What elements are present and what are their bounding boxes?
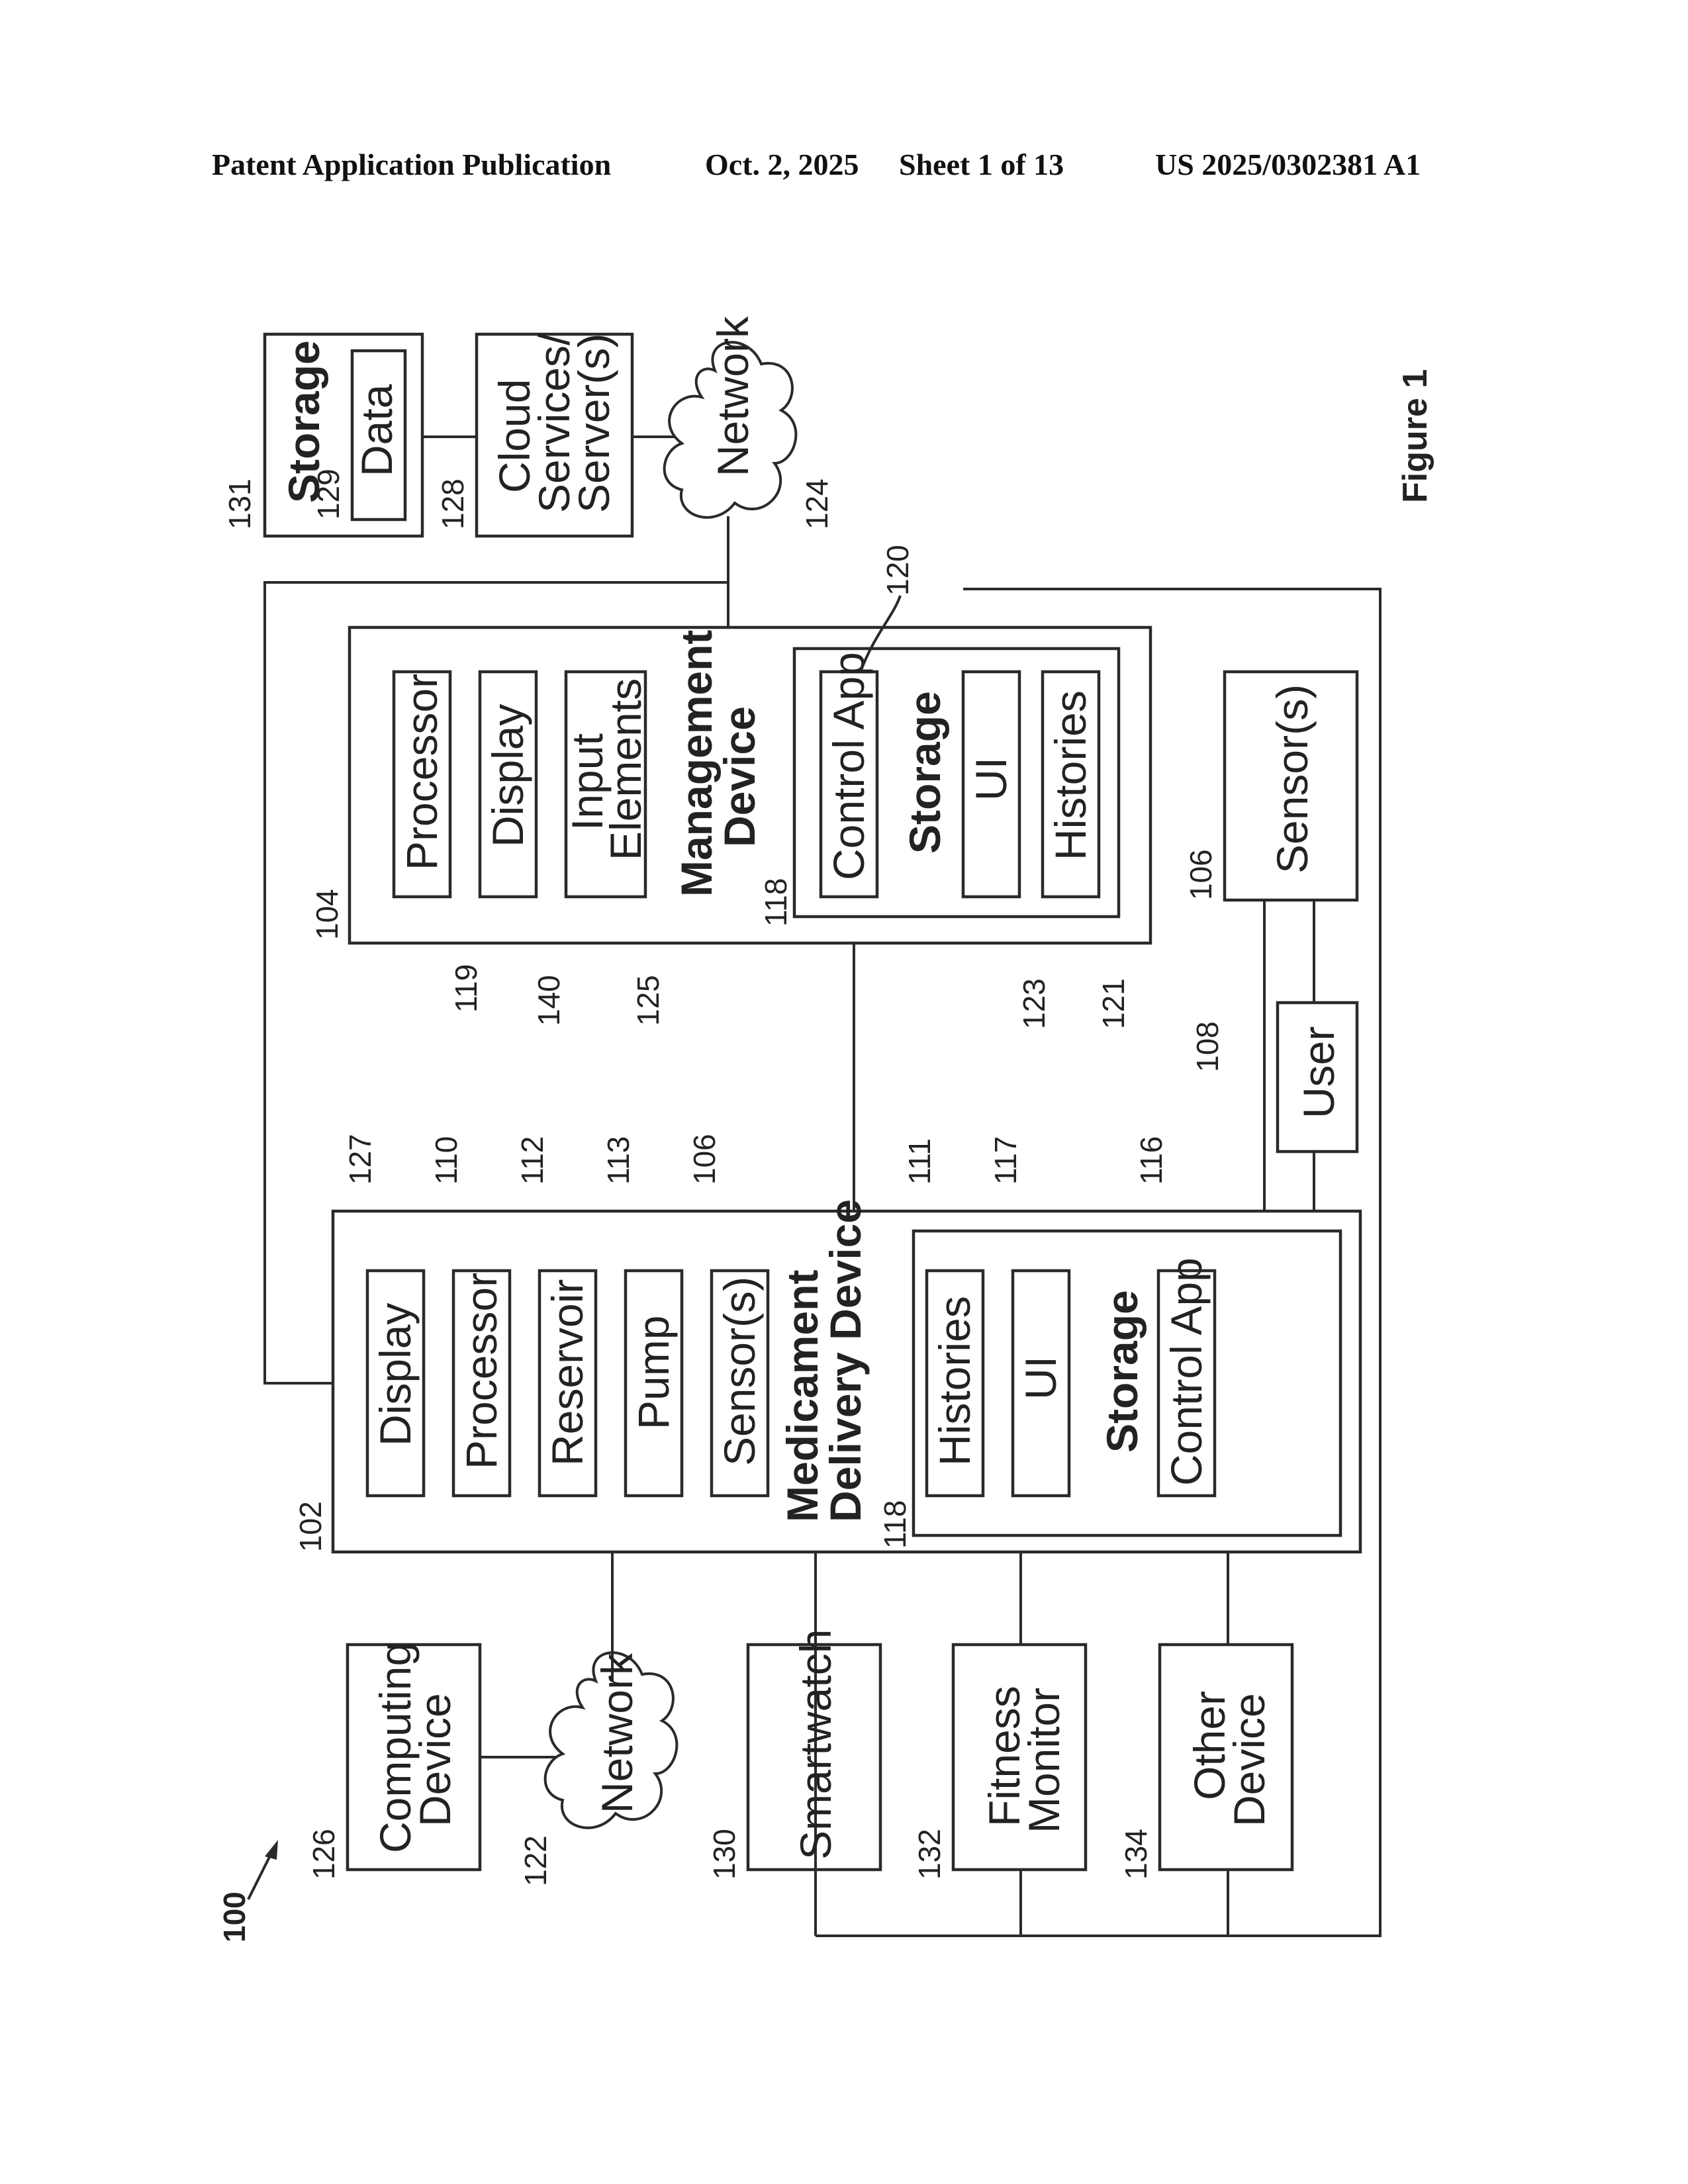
med-sensors-label: Sensor(s) [715,1277,764,1466]
ref-127: 127 [343,1134,377,1185]
ref-104: 104 [310,889,344,940]
ref-131: 131 [222,478,257,529]
ref-124: 124 [800,478,834,529]
cloud-label-line3: Server(s) [569,334,618,513]
ref-123: 123 [1017,978,1051,1029]
mgmt-control-app-label: Control App [824,652,873,880]
ref-134: 134 [1119,1829,1153,1880]
mgmt-histories-label: Histories [1046,690,1095,860]
mgmt-display-label: Display [483,704,532,847]
ref-117: 117 [988,1136,1023,1185]
ref-128: 128 [436,478,470,529]
ref-132: 132 [912,1829,947,1880]
network-top-label: Network [708,316,757,477]
ref-140: 140 [532,975,566,1026]
fitness-line2: Monitor [1019,1688,1068,1833]
sensors-right-label: Sensor(s) [1268,684,1317,874]
med-display-label: Display [371,1303,420,1446]
ref-113: 113 [601,1136,635,1185]
med-title-line2: Delivery Device [821,1199,870,1522]
ref-121: 121 [1096,978,1131,1029]
med-histories-label: Histories [930,1296,979,1466]
figure-number-100: 100 [217,1891,252,1942]
ref-108: 108 [1190,1021,1225,1072]
ref-119: 119 [449,964,483,1013]
ref-106-right: 106 [1184,849,1218,900]
smartwatch-130: Smartwatch 130 [707,1629,880,1880]
ref-110: 110 [429,1136,463,1185]
network-left-label: Network [592,1653,641,1813]
management-device-104: Processor Display Input Elements Managem… [310,545,1150,1029]
mgmt-storage-label: Storage [900,691,949,854]
ref-130: 130 [707,1829,741,1880]
network-top-124: Network 124 [665,316,834,529]
med-control-app-label: Control App [1162,1257,1211,1486]
computing-line2: Device [410,1693,459,1827]
ref-126: 126 [306,1829,341,1880]
figure-caption: Figure 1 [1396,369,1434,503]
mgmt-ui-label: UI [966,757,1015,801]
network-left-122: Network 122 [518,1653,677,1886]
ref-106-med: 106 [687,1134,722,1185]
ref-125: 125 [631,975,665,1026]
user-block-108: User 108 [1190,1003,1357,1152]
smartwatch-label: Smartwatch [791,1629,840,1860]
computing-device-126: Computing Device 126 [306,1642,480,1880]
mgmt-title-line1: Management [672,630,721,897]
med-processor-label: Processor [457,1273,506,1469]
med-ui-label: UI [1016,1356,1065,1400]
cloud-services-block-128: Cloud Services/ Server(s) 128 [436,333,632,536]
other-line2: Device [1225,1693,1274,1827]
med-pump-label: Pump [629,1316,678,1430]
mgmt-processor-label: Processor [397,674,446,870]
mgmt-title-line2: Device [715,706,764,847]
data-label: Data [352,384,401,477]
ref-102: 102 [293,1501,328,1552]
ref-118-mgmt: 118 [759,878,793,927]
fitness-monitor-132: Fitness Monitor 132 [912,1645,1086,1880]
user-label: User [1294,1026,1343,1118]
ref-129: 129 [311,469,346,520]
ref-111: 111 [902,1138,937,1185]
med-title-line1: Medicament [778,1270,827,1522]
ref-112: 112 [515,1136,549,1185]
med-reservoir-label: Reservoir [543,1279,592,1466]
other-device-134: Other Device 134 [1119,1645,1292,1880]
ref-118-med: 118 [878,1500,912,1549]
sensors-block-106: Sensor(s) 106 [1184,672,1357,900]
medicament-delivery-device-102: Display Processor Reservoir Pump Sensor(… [293,1134,1360,1552]
ref-122: 122 [518,1835,553,1886]
ref-116: 116 [1134,1136,1168,1185]
figure-number-arrow [265,1840,278,1860]
med-storage-label: Storage [1098,1290,1147,1453]
storage-block-131: Storage Data 131 129 [222,334,422,536]
ref-120: 120 [880,545,915,596]
mgmt-input-line2: Elements [601,678,650,860]
